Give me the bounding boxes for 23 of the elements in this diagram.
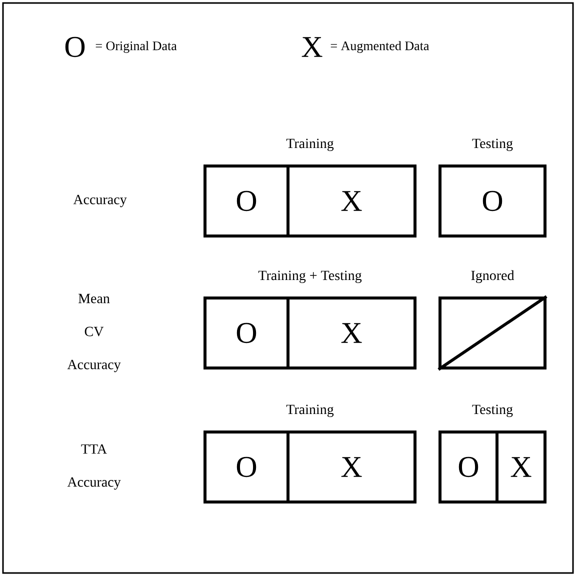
node-label: Training + Testing xyxy=(258,270,362,284)
cell-letter: O xyxy=(236,190,256,212)
row-label: Mean CV Accuracy xyxy=(67,294,121,372)
cell-letter: X xyxy=(341,323,362,343)
cell-letter: X xyxy=(341,457,362,477)
node-label: Testing xyxy=(472,404,513,418)
cell-letter: O xyxy=(236,322,256,344)
row-label: TTA Accuracy xyxy=(67,444,121,490)
cell-letter: X xyxy=(341,191,362,211)
cell-letter: O xyxy=(236,456,256,478)
cell-letter: X xyxy=(510,457,532,477)
legend-text: = Original Data xyxy=(96,41,177,53)
legend-text: = Augmented Data xyxy=(330,41,430,53)
node-label: Training xyxy=(286,404,334,418)
cell-letter: O xyxy=(458,456,478,478)
node-label: Ignored xyxy=(471,270,514,284)
legend-symbol: O xyxy=(65,36,85,58)
node-label: Testing xyxy=(472,138,513,152)
legend-symbol: X xyxy=(302,37,322,57)
cell-letter: O xyxy=(482,190,502,212)
node-label: Training xyxy=(286,138,334,152)
split-box: Ignored xyxy=(438,270,548,371)
row-label: Accuracy xyxy=(73,194,127,208)
